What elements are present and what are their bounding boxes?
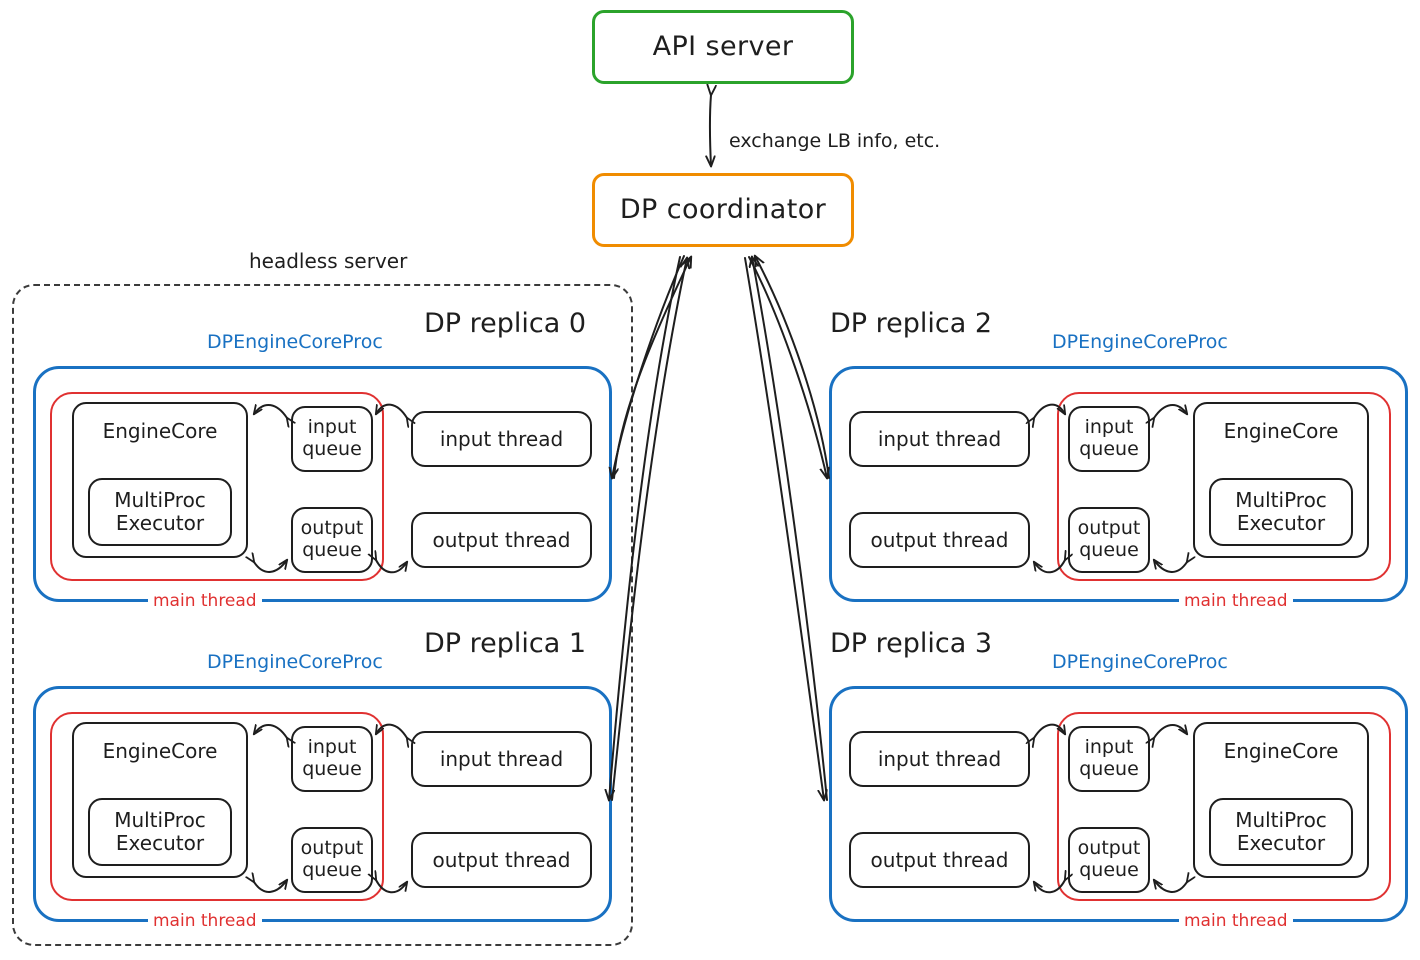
dp-replica-0-main-thread-frame — [50, 392, 384, 581]
multiproc-executor-label-line2: Executor — [115, 511, 205, 535]
output-queue-label-line2: queue — [1079, 539, 1139, 561]
dp-replica-3-title: DP replica 3 — [830, 628, 993, 659]
arrow-coordinator-replica2-down — [748, 256, 827, 478]
dp-replica-3-engine-core[interactable]: EngineCore — [1193, 722, 1369, 878]
multiproc-executor-label-line1: MultiProc — [1235, 488, 1327, 512]
dp-replica-1-main-thread-label: main thread — [148, 911, 262, 931]
arrow-api-coordinator — [710, 95, 711, 166]
dp-replica-0-input-thread[interactable]: input thread — [411, 411, 592, 467]
dp-replica-2-proc-frame — [829, 366, 1408, 602]
dp-replica-1-title: DP replica 1 — [424, 628, 587, 659]
dp-replica-1-output-queue[interactable]: output queue — [291, 827, 373, 893]
dp-replica-3-main-thread-label: main thread — [1179, 911, 1293, 931]
dp-replica-2-input-thread[interactable]: input thread — [849, 411, 1030, 467]
dp-replica-2-output-queue[interactable]: output queue — [1068, 507, 1150, 573]
input-queue-label-line2: queue — [1079, 438, 1139, 460]
arrow-coordinator-replica3-down — [744, 257, 824, 800]
dp-replica-2-title: DP replica 2 — [830, 308, 993, 339]
dp-replica-3-output-queue[interactable]: output queue — [1068, 827, 1150, 893]
input-queue-label-line1: input — [307, 736, 357, 759]
engine-core-label: EngineCore — [102, 419, 218, 443]
dp-replica-0-output-thread[interactable]: output thread — [411, 512, 592, 568]
multiproc-executor-label-line2: Executor — [115, 831, 205, 855]
input-queue-label-line2: queue — [1079, 758, 1139, 780]
dp-replica-3-output-thread[interactable]: output thread — [849, 832, 1030, 888]
output-queue-label-line1: output — [300, 517, 364, 540]
output-thread-label: output thread — [870, 527, 1009, 552]
input-queue-label-line1: input — [1084, 416, 1134, 439]
dp-replica-1-input-queue[interactable]: input queue — [291, 726, 373, 792]
dp-replica-0-input-queue[interactable]: input queue — [291, 406, 373, 472]
input-queue-label-line2: queue — [302, 438, 362, 460]
dp-replica-2-output-thread[interactable]: output thread — [849, 512, 1030, 568]
headless-server-label: headless server — [249, 249, 408, 273]
multiproc-executor-label-line2: Executor — [1236, 831, 1326, 855]
multiproc-executor-label-line1: MultiProc — [114, 488, 206, 512]
engine-core-label: EngineCore — [1223, 739, 1339, 763]
dp-replica-2-multiproc-executor[interactable]: MultiProc Executor — [1209, 478, 1353, 546]
input-queue-label-line2: queue — [302, 758, 362, 780]
dp-replica-2-input-queue[interactable]: input queue — [1068, 406, 1150, 472]
dp-replica-3-main-thread-frame — [1057, 712, 1391, 901]
dp-replica-0-title: DP replica 0 — [424, 308, 587, 339]
api-server-label: API server — [652, 31, 794, 63]
dp-replica-3-proc-label: DPEngineCoreProc — [1052, 651, 1228, 673]
dp-replica-2-main-thread-label: main thread — [1179, 591, 1293, 611]
engine-core-label: EngineCore — [102, 739, 218, 763]
dp-replica-1-proc-frame — [33, 686, 612, 922]
output-queue-label-line1: output — [300, 837, 364, 860]
dp-replica-3-multiproc-executor[interactable]: MultiProc Executor — [1209, 798, 1353, 866]
input-queue-label-line1: input — [1084, 736, 1134, 759]
dp-replica-1-output-thread[interactable]: output thread — [411, 832, 592, 888]
dp-replica-1-input-thread[interactable]: input thread — [411, 731, 592, 787]
dp-replica-2-proc-label: DPEngineCoreProc — [1052, 331, 1228, 353]
dp-replica-1-multiproc-executor[interactable]: MultiProc Executor — [88, 798, 232, 866]
output-queue-label-line1: output — [1077, 837, 1141, 860]
api-server-node[interactable]: API server — [592, 10, 854, 84]
output-thread-label: output thread — [870, 847, 1009, 872]
dp-replica-3-input-queue[interactable]: input queue — [1068, 726, 1150, 792]
dp-replica-3-proc-frame — [829, 686, 1408, 922]
output-queue-label-line2: queue — [302, 859, 362, 881]
dp-coordinator-label: DP coordinator — [619, 194, 827, 226]
dp-replica-1-engine-core[interactable]: EngineCore — [72, 722, 248, 878]
dp-replica-0-engine-core[interactable]: EngineCore — [72, 402, 248, 558]
exchange-lb-info-label: exchange LB info, etc. — [729, 130, 941, 152]
dp-replica-1-main-thread-frame — [50, 712, 384, 901]
dp-replica-2-engine-core[interactable]: EngineCore — [1193, 402, 1369, 558]
dp-replica-0-main-thread-label: main thread — [148, 591, 262, 611]
dp-replica-2-main-thread-frame — [1057, 392, 1391, 581]
dp-replica-0-proc-label: DPEngineCoreProc — [207, 331, 383, 353]
arrow-coordinator-replica3-up — [752, 257, 828, 801]
arrow-coordinator-replica2-up — [755, 256, 830, 479]
output-queue-label-line1: output — [1077, 517, 1141, 540]
output-thread-label: output thread — [432, 847, 571, 872]
multiproc-executor-label-line2: Executor — [1236, 511, 1326, 535]
output-queue-label-line2: queue — [1079, 859, 1139, 881]
engine-core-label: EngineCore — [1223, 419, 1339, 443]
dp-replica-0-output-queue[interactable]: output queue — [291, 507, 373, 573]
dp-replica-1-proc-label: DPEngineCoreProc — [207, 651, 383, 673]
input-thread-label: input thread — [439, 746, 564, 771]
input-thread-label: input thread — [439, 426, 564, 451]
multiproc-executor-label-line1: MultiProc — [1235, 808, 1327, 832]
input-thread-label: input thread — [877, 746, 1002, 771]
dp-replica-0-multiproc-executor[interactable]: MultiProc Executor — [88, 478, 232, 546]
dp-replica-3-input-thread[interactable]: input thread — [849, 731, 1030, 787]
output-thread-label: output thread — [432, 527, 571, 552]
input-thread-label: input thread — [877, 426, 1002, 451]
multiproc-executor-label-line1: MultiProc — [114, 808, 206, 832]
dp-coordinator-node[interactable]: DP coordinator — [592, 173, 854, 247]
input-queue-label-line1: input — [307, 416, 357, 439]
output-queue-label-line2: queue — [302, 539, 362, 561]
